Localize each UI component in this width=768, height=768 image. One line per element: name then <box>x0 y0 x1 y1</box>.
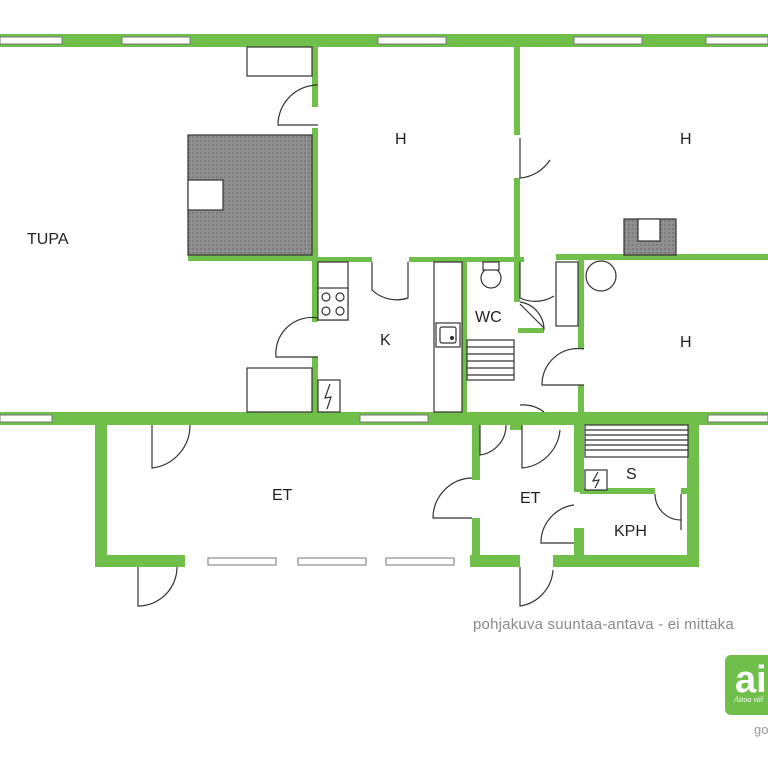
electrical-panel-icon <box>317 379 341 413</box>
bedroom-stove <box>623 218 677 256</box>
staircase <box>466 339 515 381</box>
room-label-entry-large: ET <box>272 487 293 504</box>
stove-icon <box>317 287 349 321</box>
shelf-top <box>246 46 313 77</box>
room-label-bathroom: KPH <box>614 523 647 540</box>
room-label-bedroom-top-middle: H <box>395 131 407 148</box>
room-label-bedroom-bottom-right: H <box>680 334 692 351</box>
windows <box>0 36 768 566</box>
logo-web-text: go <box>754 722 768 737</box>
room-label-tupa: TUPA <box>27 231 69 248</box>
fireplace-opening <box>187 179 224 211</box>
toilet-icon <box>480 261 502 289</box>
room-labels: TUPA H H H K WC ET ET S KPH <box>27 131 692 540</box>
fridge <box>246 367 313 413</box>
room-label-wc: WC <box>475 309 502 326</box>
room-label-sauna: S <box>626 466 637 483</box>
disclaimer-note: pohjakuva suuntaa-antava - ei mittaka <box>473 616 734 633</box>
sauna-bench <box>584 424 689 458</box>
fixtures <box>187 46 689 491</box>
sink-icon <box>435 322 461 348</box>
wardrobe <box>555 261 579 327</box>
logo-tagline: Aitoa väl <box>734 695 764 704</box>
brand-logo: ai Aitoa väl <box>725 655 768 715</box>
logo-mark: ai <box>735 659 767 701</box>
room-label-entry-small: ET <box>520 490 541 507</box>
doors <box>137 84 682 607</box>
sauna-heater-icon <box>584 469 608 491</box>
room-label-bedroom-top-right: H <box>680 131 692 148</box>
walls <box>0 34 768 567</box>
round-heater <box>585 260 617 292</box>
room-label-kitchen: K <box>380 332 391 349</box>
